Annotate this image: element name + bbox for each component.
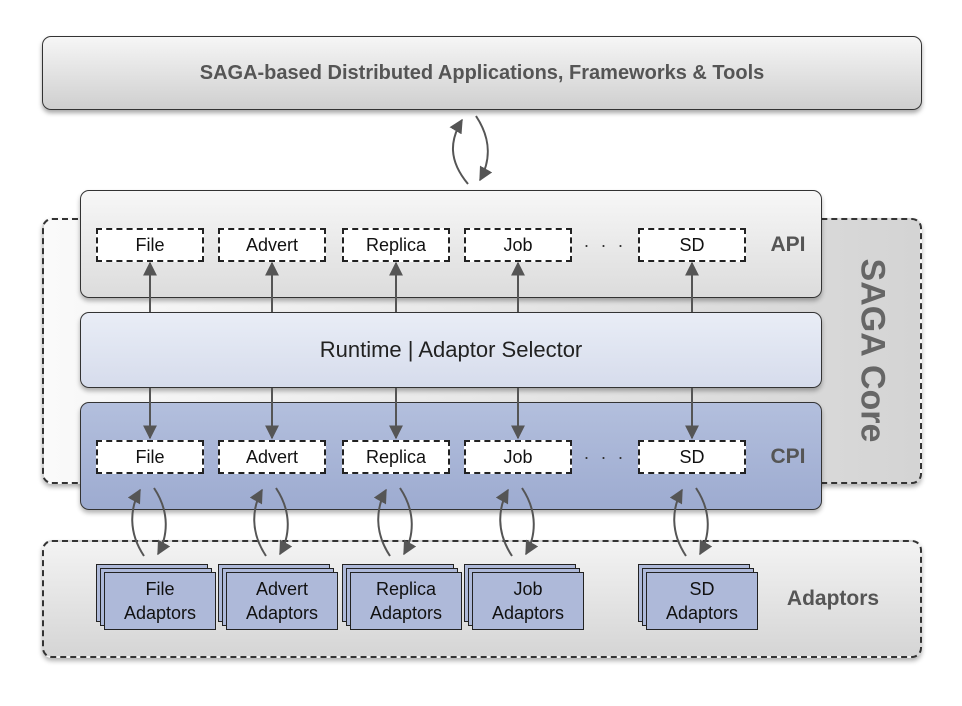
adaptor-arrow-file-up xyxy=(127,488,145,557)
adaptor-arrow-replica-up xyxy=(373,488,391,557)
cpi-module-advert: Advert xyxy=(218,440,326,474)
cpi-label: CPI xyxy=(770,445,806,468)
top-arrow-up xyxy=(449,118,469,185)
cpi-module-replica: Replica xyxy=(342,440,450,474)
replica-adaptors-line1: Replica xyxy=(375,579,437,599)
job-adaptors-line1: Job xyxy=(513,579,543,599)
adaptor-arrow-file-down xyxy=(153,487,171,556)
runtime-label: Runtime | Adaptor Selector xyxy=(319,337,583,362)
file-adaptors-line2: Adaptors xyxy=(123,603,197,623)
runtime-adaptor-selector: Runtime | Adaptor Selector xyxy=(80,312,822,388)
applications-label: SAGA-based Distributed Applications, Fra… xyxy=(199,61,765,84)
replica-adaptors-line2: Adaptors xyxy=(369,603,443,623)
applications-layer: SAGA-based Distributed Applications, Fra… xyxy=(42,36,922,110)
adaptor-arrow-job-down xyxy=(521,487,539,556)
adaptor-arrow-sd-down xyxy=(695,487,713,556)
adaptors-label: Adaptors xyxy=(786,587,880,610)
top-arrow-down xyxy=(475,115,493,182)
adaptor-arrow-advert-down xyxy=(275,487,293,556)
advert-adaptors-line1: Advert xyxy=(255,579,309,599)
api-label: API xyxy=(770,233,806,256)
advert-adaptors-line2: Adaptors xyxy=(245,603,319,623)
adaptor-arrow-sd-up xyxy=(669,488,687,557)
api-module-sd: SD xyxy=(638,228,746,262)
job-adaptors-line2: Adaptors xyxy=(491,603,565,623)
api-module-file: File xyxy=(96,228,204,262)
adaptor-arrow-job-up xyxy=(495,488,513,557)
sd-adaptors-stack: SD Adaptors xyxy=(638,564,758,630)
api-module-job: Job xyxy=(464,228,572,262)
cpi-module-job: Job xyxy=(464,440,572,474)
sd-adaptors-line1: SD xyxy=(689,579,715,599)
cpi-module-sd: SD xyxy=(638,440,746,474)
api-module-replica: Replica xyxy=(342,228,450,262)
sd-adaptors-line2: Adaptors xyxy=(665,603,739,623)
cpi-ellipsis: · · · xyxy=(583,446,627,467)
api-module-advert: Advert xyxy=(218,228,326,262)
cpi-module-file: File xyxy=(96,440,204,474)
api-ellipsis: · · · xyxy=(583,234,627,255)
file-adaptors-line1: File xyxy=(145,579,175,599)
adaptor-arrow-replica-down xyxy=(399,487,417,556)
adaptor-arrow-advert-up xyxy=(249,488,267,557)
